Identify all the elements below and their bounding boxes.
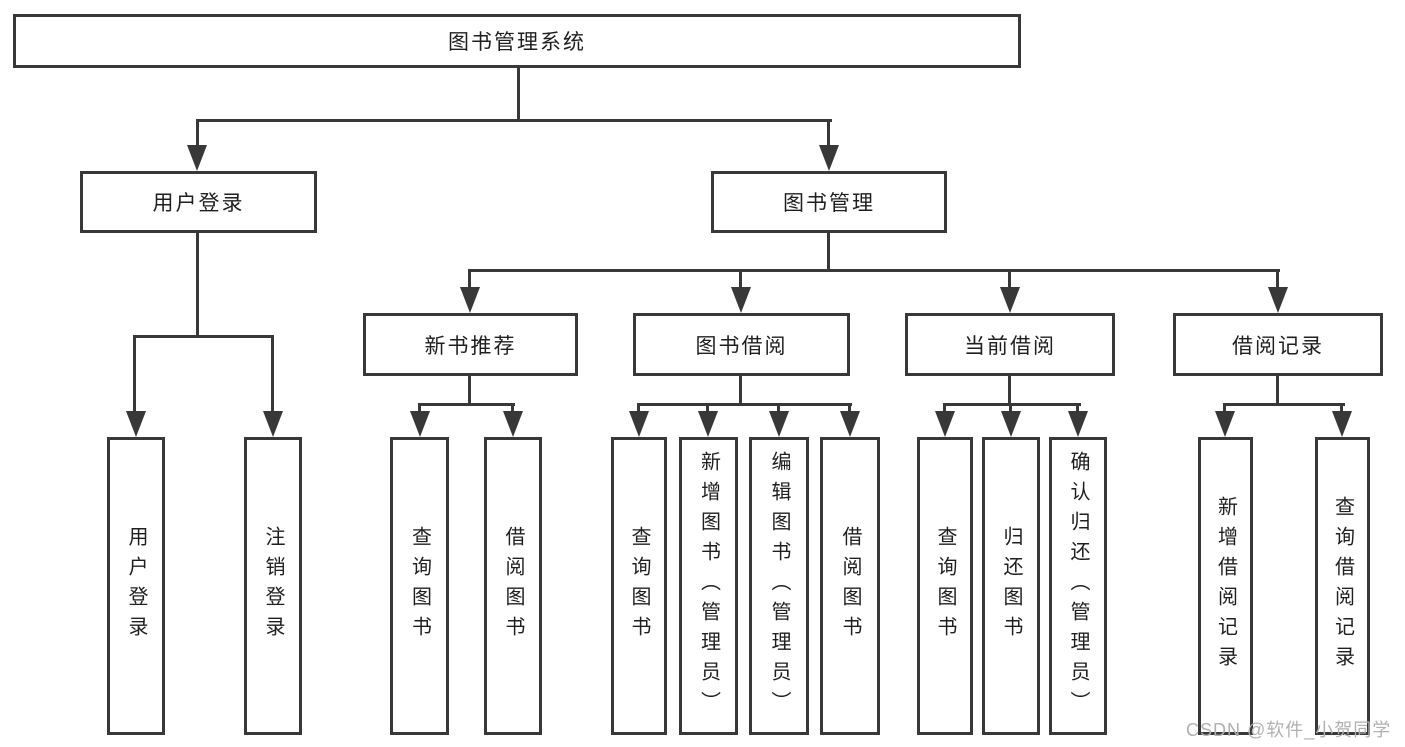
arrowhead-borrow-query bbox=[629, 411, 649, 437]
node-current-borrow: 当前借阅 bbox=[905, 313, 1115, 376]
connector-book-drop-current bbox=[1008, 269, 1011, 289]
arrowhead-leaf-user-login bbox=[126, 411, 146, 437]
connector-user-drop-2 bbox=[271, 335, 274, 413]
arrowhead-book-mgmt bbox=[819, 145, 839, 171]
connector-borrow-stem bbox=[739, 376, 742, 406]
connector-current-drop-1 bbox=[943, 403, 946, 413]
arrowhead-borrow-edit bbox=[769, 411, 789, 437]
connector-user-drop-1 bbox=[133, 335, 136, 413]
connector-user-bar bbox=[133, 335, 274, 338]
connector-current-drop-2 bbox=[1009, 403, 1012, 413]
arrowhead-book-borrow bbox=[731, 287, 751, 313]
connector-borrow-drop-2 bbox=[706, 403, 709, 413]
connector-root-drop-user bbox=[196, 119, 199, 147]
connector-borrow-bar bbox=[637, 403, 852, 406]
leaf-current-query-books: 查询图书 bbox=[917, 437, 973, 735]
node-root: 图书管理系统 bbox=[13, 14, 1021, 68]
leaf-new-borrow-books: 借阅图书 bbox=[484, 437, 542, 735]
connector-records-bar bbox=[1223, 403, 1345, 406]
node-user-login: 用户登录 bbox=[80, 171, 317, 233]
arrowhead-current-query bbox=[935, 411, 955, 437]
connector-book-bar bbox=[468, 269, 1280, 272]
node-borrow-records: 借阅记录 bbox=[1173, 313, 1383, 376]
leaf-edit-books-admin-label: 编辑图书（管理员） bbox=[768, 451, 790, 721]
arrowhead-borrow-borrow bbox=[840, 411, 860, 437]
connector-root-stem bbox=[517, 68, 520, 121]
connector-borrow-drop-4 bbox=[848, 403, 851, 413]
node-book-mgmt-label: 图书管理 bbox=[783, 192, 875, 215]
connector-current-drop-3 bbox=[1076, 403, 1079, 413]
node-book-borrow: 图书借阅 bbox=[633, 313, 850, 376]
leaf-return-books: 归还图书 bbox=[982, 437, 1040, 735]
leaf-return-books-label: 归还图书 bbox=[1000, 526, 1022, 646]
node-book-mgmt: 图书管理 bbox=[711, 171, 947, 233]
arrowhead-records-add bbox=[1215, 411, 1235, 437]
node-user-login-label: 用户登录 bbox=[152, 192, 245, 215]
connector-new-drop-1 bbox=[418, 403, 421, 413]
connector-new-bar bbox=[418, 403, 515, 406]
connector-current-stem bbox=[1008, 376, 1011, 406]
arrowhead-borrow-records bbox=[1268, 287, 1288, 313]
leaf-logout: 注销登录 bbox=[244, 437, 302, 735]
leaf-new-borrow-books-label: 借阅图书 bbox=[502, 526, 524, 646]
connector-records-stem bbox=[1276, 376, 1279, 406]
arrowhead-leaf-logout bbox=[263, 411, 283, 437]
leaf-add-books-admin-label: 新增图书（管理员） bbox=[697, 451, 720, 721]
arrowhead-current-confirm bbox=[1068, 411, 1088, 437]
leaf-borrow-books: 借阅图书 bbox=[820, 437, 880, 735]
leaf-add-books-admin: 新增图书（管理员） bbox=[679, 437, 738, 735]
connector-root-drop-book bbox=[827, 119, 830, 147]
csdn-watermark: CSDN @软件_小贺同学 bbox=[1186, 720, 1392, 740]
leaf-confirm-return-admin: 确认归还（管理员） bbox=[1049, 437, 1107, 735]
connector-records-drop-2 bbox=[1340, 403, 1343, 413]
connector-book-stem bbox=[827, 233, 830, 272]
arrowhead-user-login bbox=[187, 145, 207, 171]
node-current-borrow-label: 当前借阅 bbox=[964, 334, 1056, 358]
leaf-confirm-return-admin-label: 确认归还（管理员） bbox=[1067, 451, 1089, 721]
node-borrow-records-label: 借阅记录 bbox=[1232, 334, 1324, 358]
leaf-borrow-query-books: 查询图书 bbox=[611, 437, 667, 735]
leaf-query-borrow-record-label: 查询借阅记录 bbox=[1331, 496, 1354, 676]
connector-new-drop-2 bbox=[511, 403, 514, 413]
connector-new-stem bbox=[468, 376, 471, 406]
leaf-new-query-books-label: 查询图书 bbox=[408, 526, 431, 646]
leaf-borrow-books-label: 借阅图书 bbox=[839, 526, 861, 646]
leaf-user-login-label: 用户登录 bbox=[125, 526, 147, 646]
connector-root-bar bbox=[196, 119, 832, 122]
leaf-logout-label: 注销登录 bbox=[262, 526, 284, 646]
arrowhead-new-query bbox=[410, 411, 430, 437]
connector-user-stem bbox=[196, 233, 199, 337]
leaf-borrow-query-books-label: 查询图书 bbox=[628, 526, 650, 646]
node-new-books-label: 新书推荐 bbox=[424, 334, 517, 358]
connector-book-drop-new bbox=[468, 269, 471, 289]
leaf-current-query-books-label: 查询图书 bbox=[934, 526, 956, 646]
arrowhead-current-borrow bbox=[1000, 287, 1020, 313]
connector-records-drop-1 bbox=[1223, 403, 1226, 413]
connector-book-drop-borrow bbox=[739, 269, 742, 289]
arrowhead-new-borrow bbox=[503, 411, 523, 437]
connector-book-drop-records bbox=[1276, 269, 1279, 289]
leaf-user-login: 用户登录 bbox=[107, 437, 165, 735]
connector-borrow-drop-3 bbox=[777, 403, 780, 413]
leaf-query-borrow-record: 查询借阅记录 bbox=[1315, 437, 1370, 735]
arrowhead-borrow-add bbox=[698, 411, 718, 437]
node-new-books: 新书推荐 bbox=[363, 313, 578, 376]
leaf-add-borrow-record-label: 新增借阅记录 bbox=[1214, 496, 1237, 676]
connector-current-bar bbox=[943, 403, 1081, 406]
arrowhead-new-books bbox=[460, 287, 480, 313]
leaf-add-borrow-record: 新增借阅记录 bbox=[1198, 437, 1253, 735]
node-root-label: 图书管理系统 bbox=[448, 31, 586, 54]
connector-borrow-drop-1 bbox=[637, 403, 640, 413]
node-book-borrow-label: 图书借阅 bbox=[695, 334, 788, 358]
arrowhead-current-return bbox=[1001, 411, 1021, 437]
leaf-new-query-books: 查询图书 bbox=[390, 437, 449, 735]
arrowhead-records-query bbox=[1332, 411, 1352, 437]
leaf-edit-books-admin: 编辑图书（管理员） bbox=[749, 437, 809, 735]
